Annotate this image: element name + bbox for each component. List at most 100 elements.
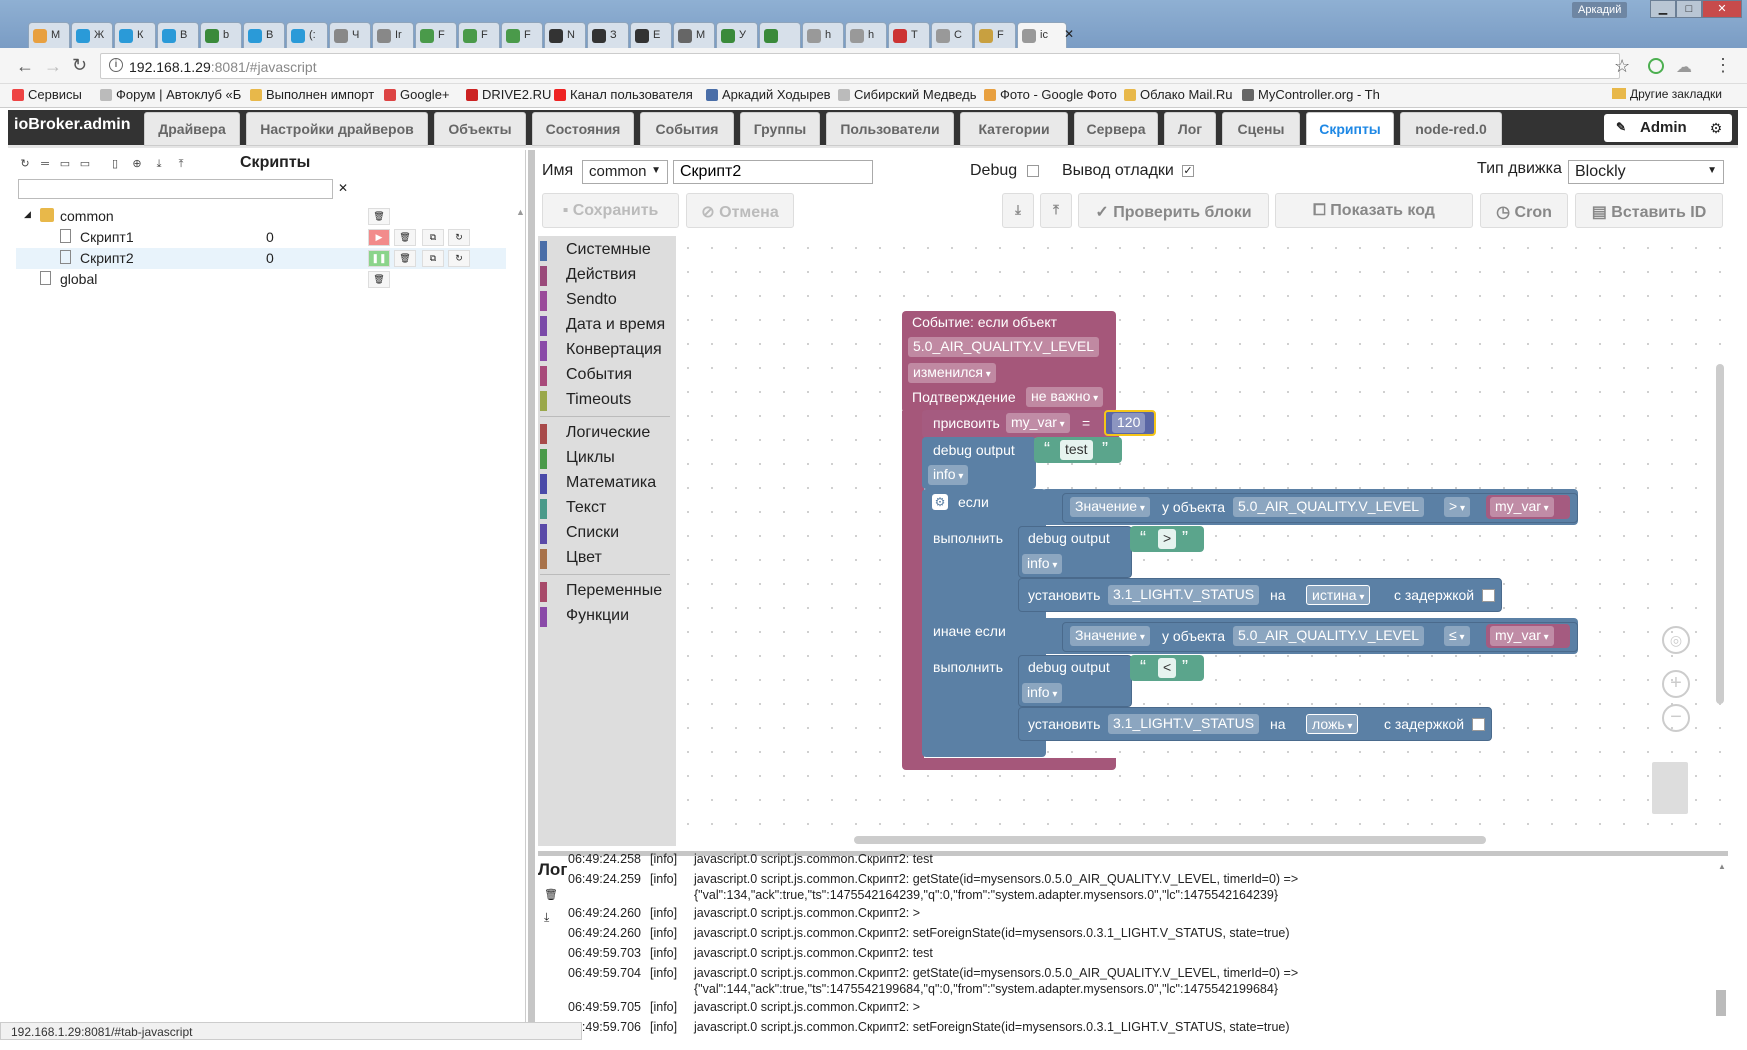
operator-dropdown-gt[interactable]: >: [1444, 497, 1470, 517]
nav-tab[interactable]: Объекты: [434, 112, 526, 146]
folder-open-icon[interactable]: ▭: [59, 158, 71, 170]
cloud-icon[interactable]: ☁: [1676, 59, 1692, 76]
download-log-icon[interactable]: ⤓: [544, 910, 550, 924]
bookmark-item[interactable]: Фото - Google Фото: [984, 87, 1117, 102]
delay-checkbox[interactable]: [1482, 589, 1495, 602]
toolbox-category[interactable]: Цвет: [538, 547, 676, 571]
admin-user-button[interactable]: ✎Admin: [1604, 114, 1718, 142]
back-icon[interactable]: ←: [16, 56, 34, 76]
toolbox-category[interactable]: Действия: [538, 264, 676, 288]
browser-tab[interactable]: М: [28, 22, 70, 48]
insert-id-button[interactable]: ▤ Вставить ID: [1575, 193, 1723, 228]
new-script-icon[interactable]: ▯: [111, 158, 119, 170]
nav-tab[interactable]: Настройки драйверов: [246, 112, 428, 146]
nav-tab[interactable]: Сервера: [1074, 112, 1158, 146]
export-icon[interactable]: ⤓: [156, 158, 162, 170]
ack-dropdown[interactable]: не важно: [1026, 387, 1104, 407]
bookmark-item[interactable]: Аркадий Ходырев: [706, 87, 831, 102]
value-dropdown[interactable]: Значение: [1070, 626, 1150, 646]
scripts-filter-input[interactable]: [18, 179, 333, 199]
nav-tab[interactable]: Сцены: [1222, 112, 1300, 146]
toolbox-category[interactable]: Циклы: [538, 447, 676, 471]
browser-tab[interactable]: h: [802, 22, 844, 48]
clear-log-icon[interactable]: 🗑: [544, 889, 558, 901]
delete-icon[interactable]: 🗑: [394, 229, 416, 246]
maximize-button[interactable]: □: [1676, 0, 1702, 18]
toolbox-category[interactable]: Текст: [538, 497, 676, 521]
assign-var-dropdown[interactable]: my_var: [1006, 413, 1070, 433]
toolbox-category[interactable]: Sendto: [538, 289, 676, 313]
number-value[interactable]: 120: [1112, 413, 1146, 433]
tree-folder-common[interactable]: ◢ common 🗑: [16, 206, 506, 227]
other-bookmarks[interactable]: Другие закладки: [1612, 87, 1722, 101]
info-icon[interactable]: i: [109, 58, 123, 72]
toolbox-category[interactable]: Системные: [538, 239, 676, 263]
nav-tab[interactable]: Категории: [960, 112, 1068, 146]
text-value-gt[interactable]: >: [1158, 529, 1177, 549]
toolbox-category[interactable]: Логические: [538, 422, 676, 446]
set-object-id[interactable]: 3.1_LIGHT.V_STATUS: [1108, 714, 1260, 734]
close-window-button[interactable]: ✕: [1702, 0, 1742, 18]
nav-tab[interactable]: Лог: [1164, 112, 1216, 146]
text-value[interactable]: test: [1060, 440, 1093, 460]
browser-tab[interactable]: В: [157, 22, 199, 48]
browser-tab[interactable]: b: [200, 22, 242, 48]
log-level-dropdown[interactable]: info: [1022, 683, 1063, 703]
boolean-dropdown-true[interactable]: истина: [1306, 585, 1371, 605]
vertical-splitter[interactable]: [528, 150, 535, 1022]
delete-icon[interactable]: 🗑: [368, 208, 390, 225]
export-blocks-button[interactable]: ⤓: [1002, 193, 1034, 228]
browser-tab[interactable]: Ir: [372, 22, 414, 48]
tree-item-script2[interactable]: Скрипт2 0 ❚❚ 🗑 ⧉ ↻: [16, 248, 506, 269]
toolbox-category[interactable]: Функции: [538, 605, 676, 629]
star-icon[interactable]: ☆: [1614, 56, 1631, 76]
scroll-up-icon[interactable]: ▲: [1718, 862, 1726, 871]
browser-tab[interactable]: Е: [630, 22, 672, 48]
browser-tab[interactable]: В: [243, 22, 285, 48]
browser-tab[interactable]: (:: [286, 22, 328, 48]
browser-tab[interactable]: С: [931, 22, 973, 48]
set-state-block-false[interactable]: [1018, 707, 1492, 741]
settings-gear-button[interactable]: ⚙: [1700, 114, 1732, 142]
bookmark-item[interactable]: Google+: [384, 87, 450, 102]
restart-icon[interactable]: ↻: [448, 229, 470, 246]
log-level-dropdown[interactable]: info: [1022, 554, 1063, 574]
delete-icon[interactable]: 🗑: [394, 250, 416, 267]
nav-tab[interactable]: node-red.0: [1400, 112, 1502, 146]
browser-tab[interactable]: З: [587, 22, 629, 48]
workspace-vertical-scrollbar[interactable]: [1716, 364, 1724, 704]
browser-tab[interactable]: F: [501, 22, 543, 48]
toolbox-category[interactable]: Дата и время: [538, 314, 676, 338]
cancel-button[interactable]: ⊘ Отмена: [686, 193, 794, 228]
start-script-button[interactable]: ▶: [368, 229, 390, 246]
text-value-lt[interactable]: <: [1158, 658, 1177, 678]
group-select[interactable]: common▼: [582, 160, 668, 184]
browser-tab[interactable]: М: [673, 22, 715, 48]
scroll-up-icon[interactable]: ▲: [516, 207, 525, 217]
nav-tab[interactable]: Скрипты: [1306, 112, 1394, 146]
verbose-checkbox[interactable]: ✓: [1182, 165, 1194, 177]
browser-tab[interactable]: N: [544, 22, 586, 48]
collapse-icon[interactable]: ═: [41, 158, 49, 170]
toolbox-category[interactable]: События: [538, 364, 676, 388]
pause-script-button[interactable]: ❚❚: [368, 250, 390, 267]
operator-dropdown-le[interactable]: ≤: [1444, 626, 1470, 646]
nav-tab[interactable]: Пользователи: [826, 112, 954, 146]
minimize-button[interactable]: ▁: [1650, 0, 1676, 18]
variable-dropdown[interactable]: my_var: [1490, 497, 1554, 517]
bookmark-item[interactable]: Сибирский Медведь: [838, 87, 976, 102]
browser-tab[interactable]: ic: [1017, 22, 1067, 49]
nav-tab[interactable]: Группы: [740, 112, 820, 146]
browser-tab[interactable]: К: [114, 22, 156, 48]
reload-icon[interactable]: ↻: [72, 55, 88, 75]
debug-checkbox[interactable]: [1027, 165, 1039, 177]
event-change-dropdown[interactable]: изменился: [908, 363, 996, 383]
toolbox-category[interactable]: Переменные: [538, 580, 676, 604]
check-blocks-button[interactable]: ✓ Проверить блоки: [1078, 193, 1269, 228]
url-field[interactable]: i 192.168.1.29:8081/#javascript: [100, 53, 1620, 79]
save-button[interactable]: ▪ Сохранить: [542, 193, 679, 228]
log-level-dropdown[interactable]: info: [928, 465, 969, 485]
toolbox-category[interactable]: Конвертация: [538, 339, 676, 363]
variable-dropdown[interactable]: my_var: [1490, 626, 1554, 646]
set-state-block-true[interactable]: [1018, 578, 1502, 612]
